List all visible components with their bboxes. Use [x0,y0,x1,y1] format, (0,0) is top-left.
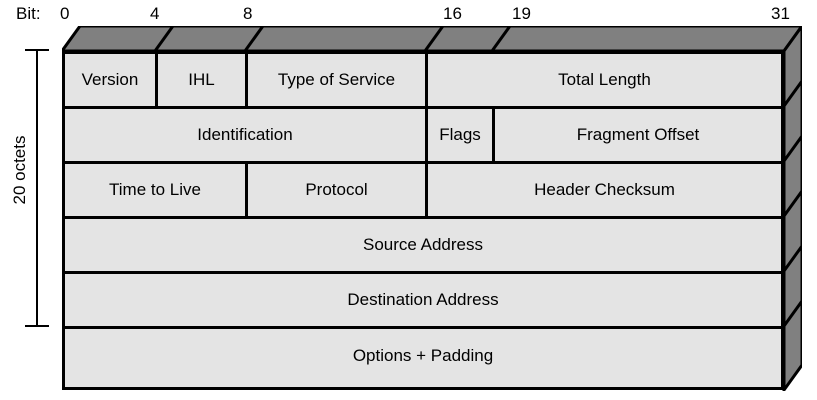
field-destination-address: Destination Address [65,274,781,326]
octet-span-label: 20 octets [10,135,29,205]
bit-tick-31: 31 [771,4,790,23]
three-d-block-faces [62,26,802,391]
bit-tick-8: 8 [243,4,253,23]
header-row-3: Time to Live Protocol Header Checksum [65,164,781,219]
top-face-tick-16 [423,26,445,52]
three-d-faces-svg [62,26,802,391]
bit-tick-19: 19 [512,4,531,23]
side-face-row-3-edge [782,190,802,217]
header-field-grid: Version IHL Type of Service Total Length… [62,51,784,390]
side-face-row-2-edge [782,135,802,162]
field-type-of-service: Type of Service [248,54,428,106]
header-row-1: Version IHL Type of Service Total Length [65,54,781,109]
bit-tick-16: 16 [443,4,462,23]
bracket-vertical-line [36,49,38,327]
field-options-padding: Options + Padding [65,329,781,383]
side-face-row-5-edge [782,300,802,327]
field-fragment-offset: Fragment Offset [495,109,781,161]
field-source-address: Source Address [65,219,781,271]
header-row-4: Source Address [65,219,781,274]
header-row-2: Identification Flags Fragment Offset [65,109,781,164]
top-face-tick-19 [490,26,512,52]
header-row-6: Options + Padding [65,329,781,383]
bit-tick-4: 4 [150,4,160,23]
top-face-tick-8 [243,26,265,52]
field-flags: Flags [428,109,495,161]
bracket-bottom-cap [25,325,49,327]
field-version: Version [65,54,158,106]
octet-span-bracket [25,49,49,327]
bit-tick-0: 0 [60,4,70,23]
side-face-row-1-edge [782,80,802,107]
field-time-to-live: Time to Live [65,164,248,216]
field-header-checksum: Header Checksum [428,164,781,216]
top-face [62,26,802,53]
side-face-row-4-edge [782,245,802,272]
header-row-5: Destination Address [65,274,781,329]
field-identification: Identification [65,109,428,161]
field-total-length: Total Length [428,54,781,106]
field-protocol: Protocol [248,164,428,216]
bit-ruler-caption: Bit: [16,4,41,23]
top-face-tick-4 [153,26,175,52]
right-side-face [782,26,802,391]
field-ihl: IHL [158,54,248,106]
